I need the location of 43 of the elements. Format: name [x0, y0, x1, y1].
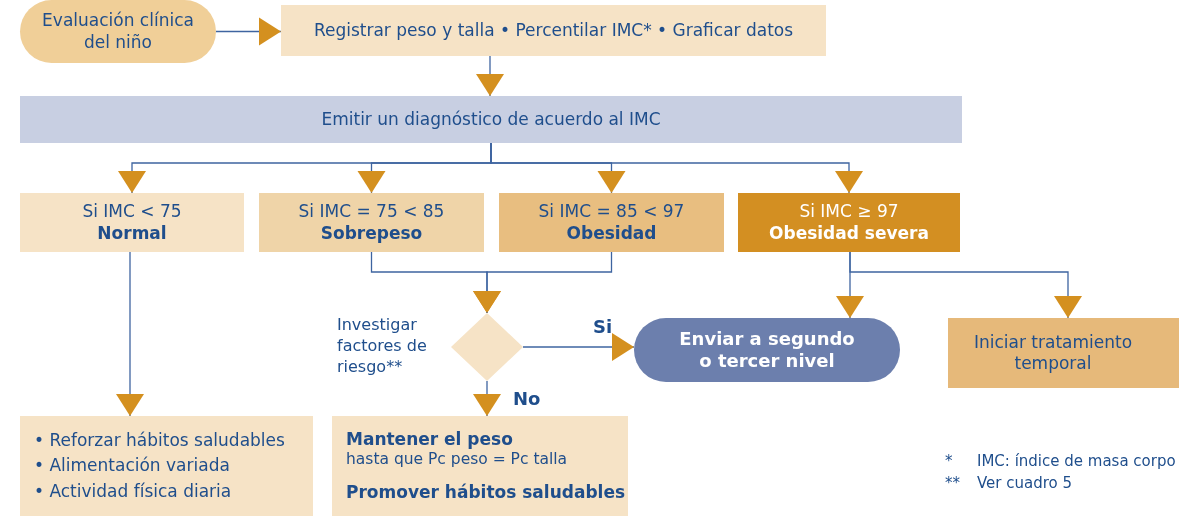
arrow [116, 251, 144, 417]
process-box [281, 5, 826, 56]
category-box [259, 193, 484, 252]
node-text: • Alimentación variada [34, 454, 230, 478]
node-text: • Actividad física diaria [34, 479, 232, 503]
edge-label: No [513, 388, 541, 409]
node-heading: Obesidad severa [769, 222, 929, 244]
category-box [738, 193, 960, 252]
arrow [522, 333, 635, 361]
node-text: Evaluación clínica del niño [41, 10, 195, 53]
diagnosis-band [20, 96, 962, 143]
node-text: Emitir un diagnóstico de acuerdo al IMC [321, 108, 661, 131]
treatment-box [948, 318, 1179, 388]
node-caption: Investigar factores de riesgo** [337, 315, 428, 378]
recommendation-box [20, 416, 313, 516]
category-box [499, 193, 724, 252]
node-text: hasta que Pc peso = Pc talla [346, 450, 568, 470]
arrow [215, 17, 282, 46]
edge-label: Si [593, 316, 613, 337]
node-text: Registrar peso y talla • Percentilar IMC* • Graficar datos [313, 19, 794, 42]
node-heading: Normal [97, 222, 167, 244]
node-text: Si IMC ≥ 97 [799, 201, 899, 223]
footnote-mark: ** [945, 474, 960, 492]
node-heading: Promover hábitos saludables [346, 481, 626, 503]
node-text: Si IMC = 85 < 97 [538, 201, 685, 223]
footnote-mark: * [945, 452, 953, 470]
node-text: Si IMC < 75 [82, 201, 182, 223]
footnote-text: Ver cuadro 5 [977, 474, 1073, 492]
arrow [849, 251, 1082, 319]
node-heading: Sobrepeso [320, 222, 423, 244]
node-heading: Mantener el peso [346, 429, 513, 451]
node-text: Iniciar tratamiento temporal [972, 331, 1134, 375]
arrow [490, 142, 863, 194]
category-box [20, 193, 244, 252]
footnote-text: IMC: índice de masa corpo [977, 452, 1176, 470]
node-text: Si IMC = 75 < 85 [298, 201, 445, 223]
node-text: • Reforzar hábitos saludables [34, 428, 285, 452]
arrow [473, 380, 501, 417]
arrow [473, 251, 613, 314]
recommendation-box [332, 416, 628, 516]
node-heading: Enviar a segundo o tercer nivel [678, 327, 856, 373]
node-heading: Obesidad [566, 222, 657, 244]
arrow [476, 55, 504, 97]
